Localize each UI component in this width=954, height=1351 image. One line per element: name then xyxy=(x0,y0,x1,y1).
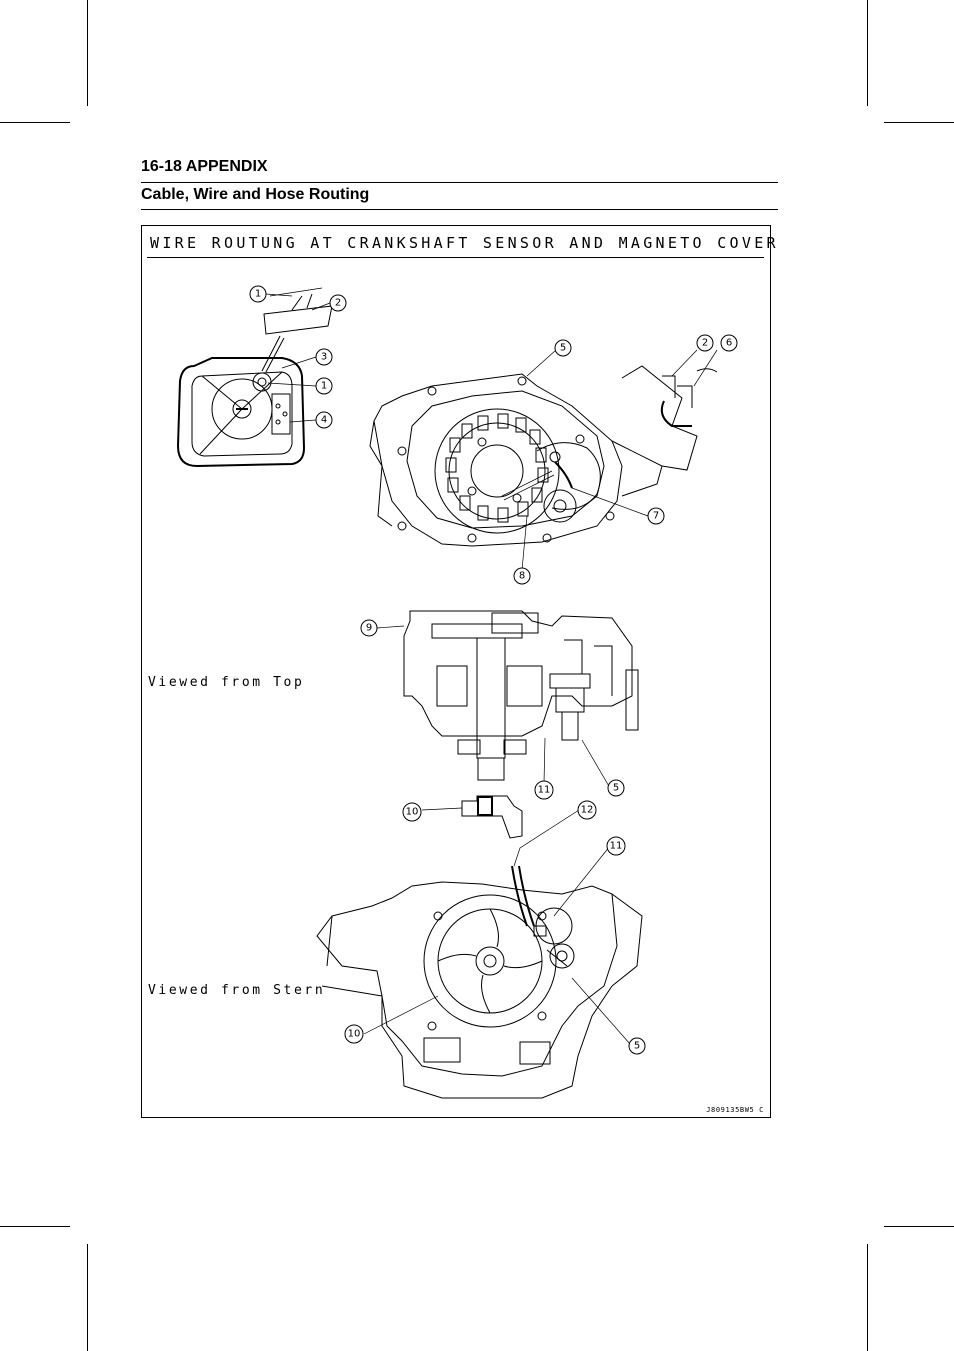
crop-mark xyxy=(867,1244,868,1351)
crop-mark xyxy=(0,1226,70,1227)
svg-text:3: 3 xyxy=(321,352,327,363)
svg-text:2: 2 xyxy=(335,298,341,309)
header-rule xyxy=(141,182,778,183)
callout-markers: 1 2 3 1 4 5 2 6 7 8 9 11 5 10 12 11 10 5 xyxy=(249,285,738,1055)
svg-text:5: 5 xyxy=(634,1041,640,1052)
magneto-cover-main xyxy=(369,365,718,547)
svg-text:2: 2 xyxy=(702,338,708,349)
callout-1b: 1 xyxy=(315,377,333,395)
callout-5c: 5 xyxy=(628,1037,646,1055)
crop-mark xyxy=(87,1244,88,1351)
svg-text:1: 1 xyxy=(255,289,261,300)
crop-mark xyxy=(0,122,70,123)
routing-illustration: 1 2 3 1 4 5 2 6 7 8 9 11 5 10 12 11 10 5 xyxy=(176,285,738,1099)
callout-7: 7 xyxy=(647,507,665,525)
svg-text:4: 4 xyxy=(321,415,327,426)
svg-text:5: 5 xyxy=(560,343,566,354)
callout-8: 8 xyxy=(513,567,531,585)
page-header: 16-18 APPENDIX Cable, Wire and Hose Rout… xyxy=(141,157,778,210)
callout-11a: 11 xyxy=(534,780,554,800)
svg-text:9: 9 xyxy=(366,623,372,634)
callout-5a: 5 xyxy=(554,339,572,357)
callout-2a: 2 xyxy=(329,294,347,312)
callout-10a: 10 xyxy=(402,802,422,822)
svg-text:5: 5 xyxy=(613,783,619,794)
section-title: Cable, Wire and Hose Routing xyxy=(141,186,370,203)
section-rule xyxy=(141,209,778,210)
callout-12: 12 xyxy=(577,800,597,820)
view-top-label: Viewed from Top xyxy=(148,675,305,690)
callout-10b: 10 xyxy=(344,1024,364,1044)
callout-11b: 11 xyxy=(606,836,626,856)
callout-4: 4 xyxy=(315,411,333,429)
svg-text:11: 11 xyxy=(538,785,551,796)
view-stern-label: Viewed from Stern xyxy=(148,983,326,998)
svg-text:8: 8 xyxy=(519,571,525,582)
page-title: 16-18 APPENDIX xyxy=(141,158,268,175)
svg-text:11: 11 xyxy=(610,841,623,852)
callout-2b: 2 xyxy=(696,334,714,352)
crop-mark xyxy=(867,0,868,106)
crop-mark xyxy=(87,0,88,106)
view-from-top-illustration xyxy=(403,610,639,839)
view-from-stern-illustration xyxy=(316,865,643,1099)
svg-text:1: 1 xyxy=(321,381,327,392)
svg-text:7: 7 xyxy=(653,511,659,522)
figure-heading-rule xyxy=(147,257,764,258)
callout-6: 6 xyxy=(720,334,738,352)
svg-text:10: 10 xyxy=(406,807,419,818)
callout-9: 9 xyxy=(360,619,378,637)
figure-box: 1 2 3 1 4 5 2 6 7 8 9 11 5 10 12 11 10 5… xyxy=(141,225,776,1118)
svg-text:12: 12 xyxy=(581,805,594,816)
callout-5b: 5 xyxy=(607,779,625,797)
crop-mark xyxy=(884,1226,954,1227)
callout-leaders xyxy=(265,293,718,1045)
figure-heading: WIRE ROUTUNG AT CRANKSHAFT SENSOR AND MA… xyxy=(150,234,779,252)
figure-code: J809135BW5 C xyxy=(706,1106,764,1114)
crop-mark xyxy=(884,122,954,123)
callout-3: 3 xyxy=(315,348,333,366)
magneto-cover-detail xyxy=(176,287,333,468)
callout-1a: 1 xyxy=(249,285,267,303)
svg-text:6: 6 xyxy=(726,338,732,349)
svg-text:10: 10 xyxy=(348,1029,361,1040)
